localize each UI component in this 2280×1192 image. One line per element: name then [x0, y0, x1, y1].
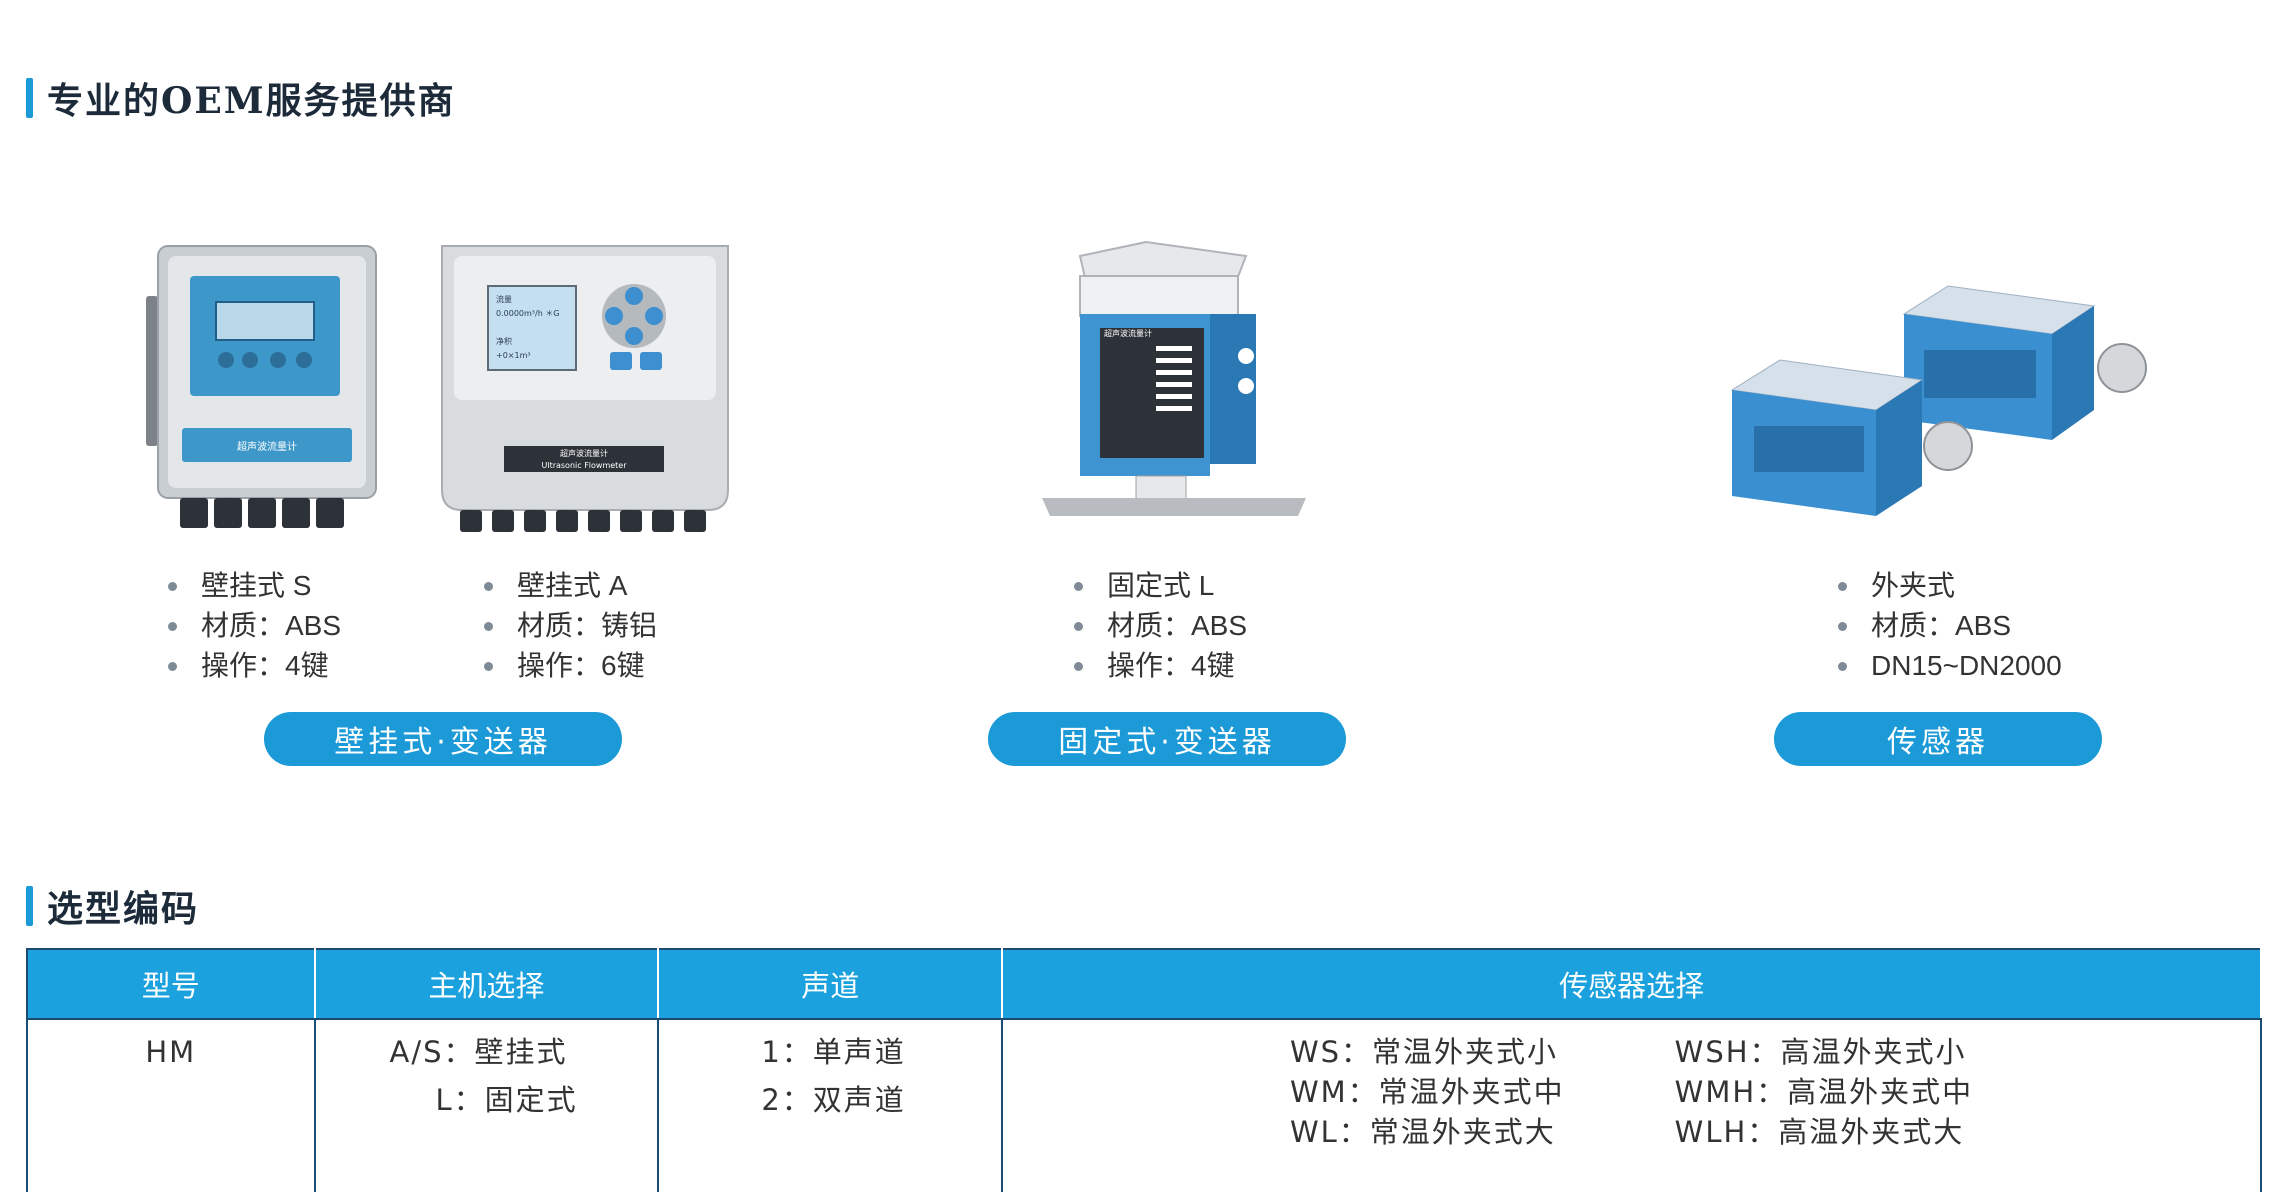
list-item: 壁挂式 A: [484, 566, 657, 606]
sensor-column-normal: WS：常温外夹式小 WM：常温外夹式中 WL：常温外夹式大: [1290, 1032, 1565, 1152]
list-item: 材质：ABS: [168, 606, 341, 646]
table-row: HM A/S：壁挂式 L：固定式 1：单声道 2：双声道 WS：常温外夹式小 W…: [26, 1019, 2262, 1192]
lcd-line-4: +0×1m³: [496, 351, 531, 360]
spec-text: 材质：铸铝: [517, 610, 658, 641]
bullet-dot: [168, 661, 177, 671]
fixed-l-panel-label: 超声波流量计: [1104, 328, 1152, 338]
lcd-line-2: 0.0000m³/h ＊G: [496, 309, 560, 318]
fixed-transmitter-button[interactable]: 固定式·变送器: [988, 712, 1346, 766]
sensor-cell: WS：常温外夹式小 WM：常温外夹式中 WL：常温外夹式大 WSH：高温外夹式小…: [1001, 1019, 2262, 1192]
channel-option: 2：双声道: [761, 1083, 906, 1117]
bullet-dot: [1838, 621, 1847, 631]
bullet-dot: [484, 661, 493, 671]
bullet-dot: [1074, 581, 1083, 591]
spec-text: 固定式 L: [1107, 570, 1215, 601]
header-sensor: 传感器选择: [1001, 948, 2262, 1020]
model-cell: HM: [26, 1019, 316, 1192]
sensor-option: WSH：高温外夹式小: [1674, 1035, 1967, 1069]
list-item: 操作：6键: [484, 646, 657, 686]
wall-transmitter-button[interactable]: 壁挂式·变送器: [264, 712, 622, 766]
fixed-l-spec-list: 固定式 L 材质：ABS 操作：4键: [1074, 566, 1247, 686]
host-option: L：固定式: [435, 1083, 578, 1117]
section-title-code: 选型编码: [26, 884, 199, 930]
bullet-dot: [168, 581, 177, 591]
bullet-dot: [484, 621, 493, 631]
spec-text: 材质：ABS: [1107, 610, 1248, 641]
lcd-line-1: 流量: [496, 294, 512, 304]
list-item: 材质：ABS: [1074, 606, 1247, 646]
bullet-dot: [168, 621, 177, 631]
spec-text: 壁挂式 A: [517, 570, 628, 601]
fixed-l-image: 超声波流量计: [1042, 240, 1306, 516]
list-item: 材质：铸铝: [484, 606, 657, 646]
list-item: 材质：ABS: [1838, 606, 2062, 646]
title-accent-bar: [26, 886, 33, 926]
list-item: 壁挂式 S: [168, 566, 341, 606]
sensor-option: WMH：高温外夹式中: [1674, 1075, 1974, 1109]
wall-a-spec-list: 壁挂式 A 材质：铸铝 操作：6键: [484, 566, 657, 686]
sensor-option: WM：常温外夹式中: [1289, 1075, 1565, 1109]
selection-code-table: 型号 主机选择 声道 传感器选择 HM A/S：壁挂式 L：固定式 1：单声道 …: [26, 948, 2262, 1192]
clamp-spec-list: 外夹式 材质：ABS DN15~DN2000: [1838, 566, 2062, 686]
bullet-dot: [1074, 661, 1083, 671]
list-item: 操作：4键: [168, 646, 341, 686]
wall-s-panel-label: 超声波流量计: [237, 440, 297, 453]
sensor-option: WL：常温外夹式大: [1289, 1115, 1556, 1149]
wall-a-panel-label: 超声波流量计: [560, 448, 608, 458]
header-model: 型号: [26, 948, 316, 1020]
spec-text: 壁挂式 S: [201, 570, 312, 601]
section-title-text: 专业的OEM服务提供商: [47, 80, 456, 122]
bullet-dot: [1838, 661, 1847, 671]
lcd-line-3: 净积: [496, 336, 512, 346]
channel-option: 1：单声道: [761, 1035, 906, 1069]
sensor-column-high-temp: WSH：高温外夹式小 WMH：高温外夹式中 WLH：高温外夹式大: [1675, 1032, 1974, 1152]
spec-text: 操作：4键: [1107, 650, 1235, 681]
header-channel: 声道: [657, 948, 1004, 1020]
sensor-option: WLH：高温外夹式大: [1674, 1115, 1965, 1149]
wall-mount-s-image: 超声波流量计: [146, 245, 377, 528]
bullet-dot: [1074, 621, 1083, 631]
sensor-back: [1902, 285, 2147, 440]
model-value: HM: [145, 1035, 197, 1069]
spec-text: DN15~DN2000: [1871, 650, 2062, 681]
channel-cell: 1：单声道 2：双声道: [657, 1019, 1004, 1192]
list-item: DN15~DN2000: [1838, 646, 2062, 686]
section-title-text: 选型编码: [47, 888, 200, 930]
sensor-button[interactable]: 传感器: [1774, 712, 2102, 766]
list-item: 固定式 L: [1074, 566, 1247, 606]
wall-mount-a-image: 流量 0.0000m³/h ＊G 净积 +0×1m³ 超声波流量计 Ultras…: [441, 245, 729, 532]
bullet-dot: [1838, 581, 1847, 591]
sensor-front: [1730, 359, 1973, 516]
list-item: 外夹式: [1838, 566, 2062, 606]
spec-text: 外夹式: [1871, 570, 1956, 601]
wall-s-spec-list: 壁挂式 S 材质：ABS 操作：4键: [168, 566, 341, 686]
wall-a-panel-label-en: Ultrasonic Flowmeter: [541, 461, 627, 470]
bullet-dot: [484, 581, 493, 591]
spec-text: 材质：ABS: [1871, 610, 2012, 641]
clamp-sensor-image: [1730, 285, 2147, 516]
host-option: A/S：壁挂式: [389, 1035, 568, 1069]
header-host: 主机选择: [313, 948, 660, 1020]
section-title-oem: 专业的OEM服务提供商: [26, 76, 456, 122]
sensor-option: WS：常温外夹式小: [1289, 1035, 1559, 1069]
spec-text: 操作：6键: [517, 650, 645, 681]
table-header-row: 型号 主机选择 声道 传感器选择: [26, 948, 2262, 1020]
list-item: 操作：4键: [1074, 646, 1247, 686]
spec-text: 材质：ABS: [201, 610, 342, 641]
title-accent-bar: [26, 78, 33, 118]
spec-text: 操作：4键: [201, 650, 329, 681]
host-cell: A/S：壁挂式 L：固定式: [313, 1019, 660, 1192]
